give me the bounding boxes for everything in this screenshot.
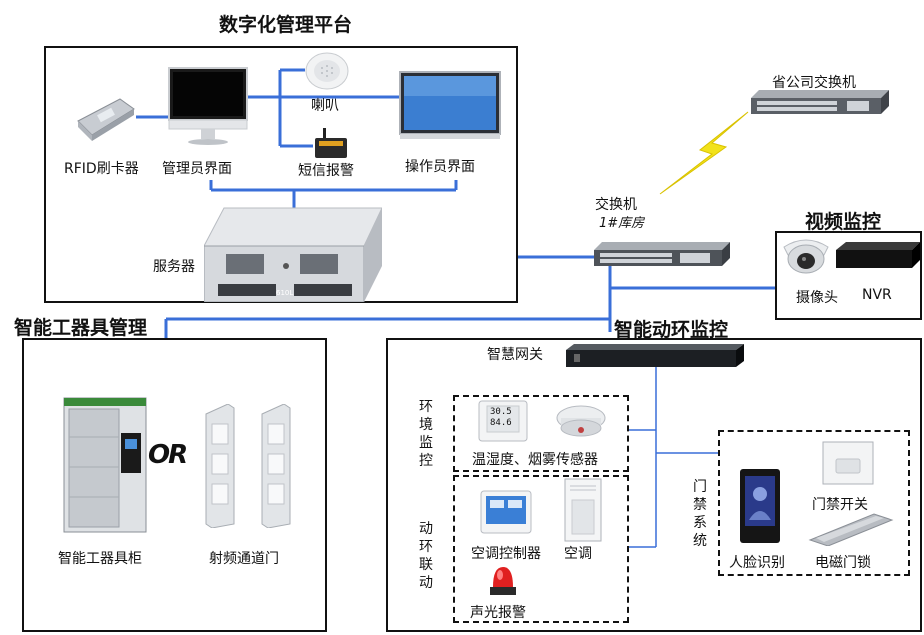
switch-icon [594,242,730,266]
access-group-label: 门禁系统 [693,479,707,549]
air-conditioner-label: 空调 [564,546,592,562]
switch-location-label: 1#库房 [599,216,645,231]
switch-label: 交换机 [595,197,637,213]
nvr-icon [836,242,920,270]
face-recognition-label: 人脸识别 [729,555,785,571]
rfid-reader-label: RFID刷卡器 [64,161,139,177]
thermostat-hum-text: 84.6 [490,418,512,428]
sms-alarm-label: 短信报警 [298,163,354,179]
sound-light-alarm-label: 声光报警 [470,605,526,621]
env-box [386,338,922,632]
em-lock-icon [806,512,896,547]
platform-title: 数字化管理平台 [219,14,353,36]
camera-label: 摄像头 [796,290,838,306]
access-control-group [718,430,910,576]
nvr-label: NVR [862,287,892,303]
air-conditioner-icon [564,478,602,542]
linkage-group [453,475,629,623]
env-sensor-group [453,395,629,472]
or-text: OR [148,440,188,470]
face-recognition-icon [739,468,781,544]
tool-cabinet-label: 智能工器具柜 [58,551,142,567]
temp-smoke-label: 温湿度、烟雾传感器 [472,452,598,468]
operator-monitor-icon [399,71,501,141]
tools-title: 智能工器具管理 [14,317,148,339]
operator-ui-label: 操作员界面 [405,159,475,175]
env-group-label: 环境监控 [419,399,433,469]
admin-ui-label: 管理员界面 [162,161,232,177]
em-lock-label: 电磁门锁 [815,555,871,571]
thermostat-icon: 30.5 84.6 [478,400,528,442]
camera-icon [782,237,830,275]
speaker-icon [305,52,349,92]
door-switch-icon [822,441,874,485]
ac-controller-icon [480,490,532,534]
sms-alarm-icon [313,128,349,160]
env-title: 智能动环监控 [614,319,729,341]
linkage-group-label: 动环联动 [419,521,433,591]
gateway-icon [566,344,744,368]
speaker-label: 喇叭 [311,98,339,114]
server-label: 服务器 [153,259,195,275]
admin-monitor-icon [168,67,250,147]
video-title: 视频监控 [805,211,882,233]
tool-cabinet-icon [63,397,147,533]
rfid-reader-icon [72,95,138,143]
tools-box [22,338,327,632]
provincial-switch-label: 省公司交换机 [772,75,856,91]
thermostat-temp-text: 30.5 [490,407,512,417]
smoke-sensor-icon [555,400,607,442]
rf-gate-label: 射频通道门 [209,551,279,567]
gateway-label: 智慧网关 [487,347,543,363]
rf-gate-icon [200,403,300,529]
provincial-switch-icon [751,90,889,114]
platform-box [44,46,518,303]
video-box [775,231,922,320]
door-switch-label: 门禁开关 [812,497,868,513]
server-model-text: 610L [276,289,294,297]
wireless-link-icon [659,111,749,195]
ac-controller-label: 空调控制器 [471,546,541,562]
server-icon: 610L [203,206,383,303]
sound-light-alarm-icon [488,563,518,597]
